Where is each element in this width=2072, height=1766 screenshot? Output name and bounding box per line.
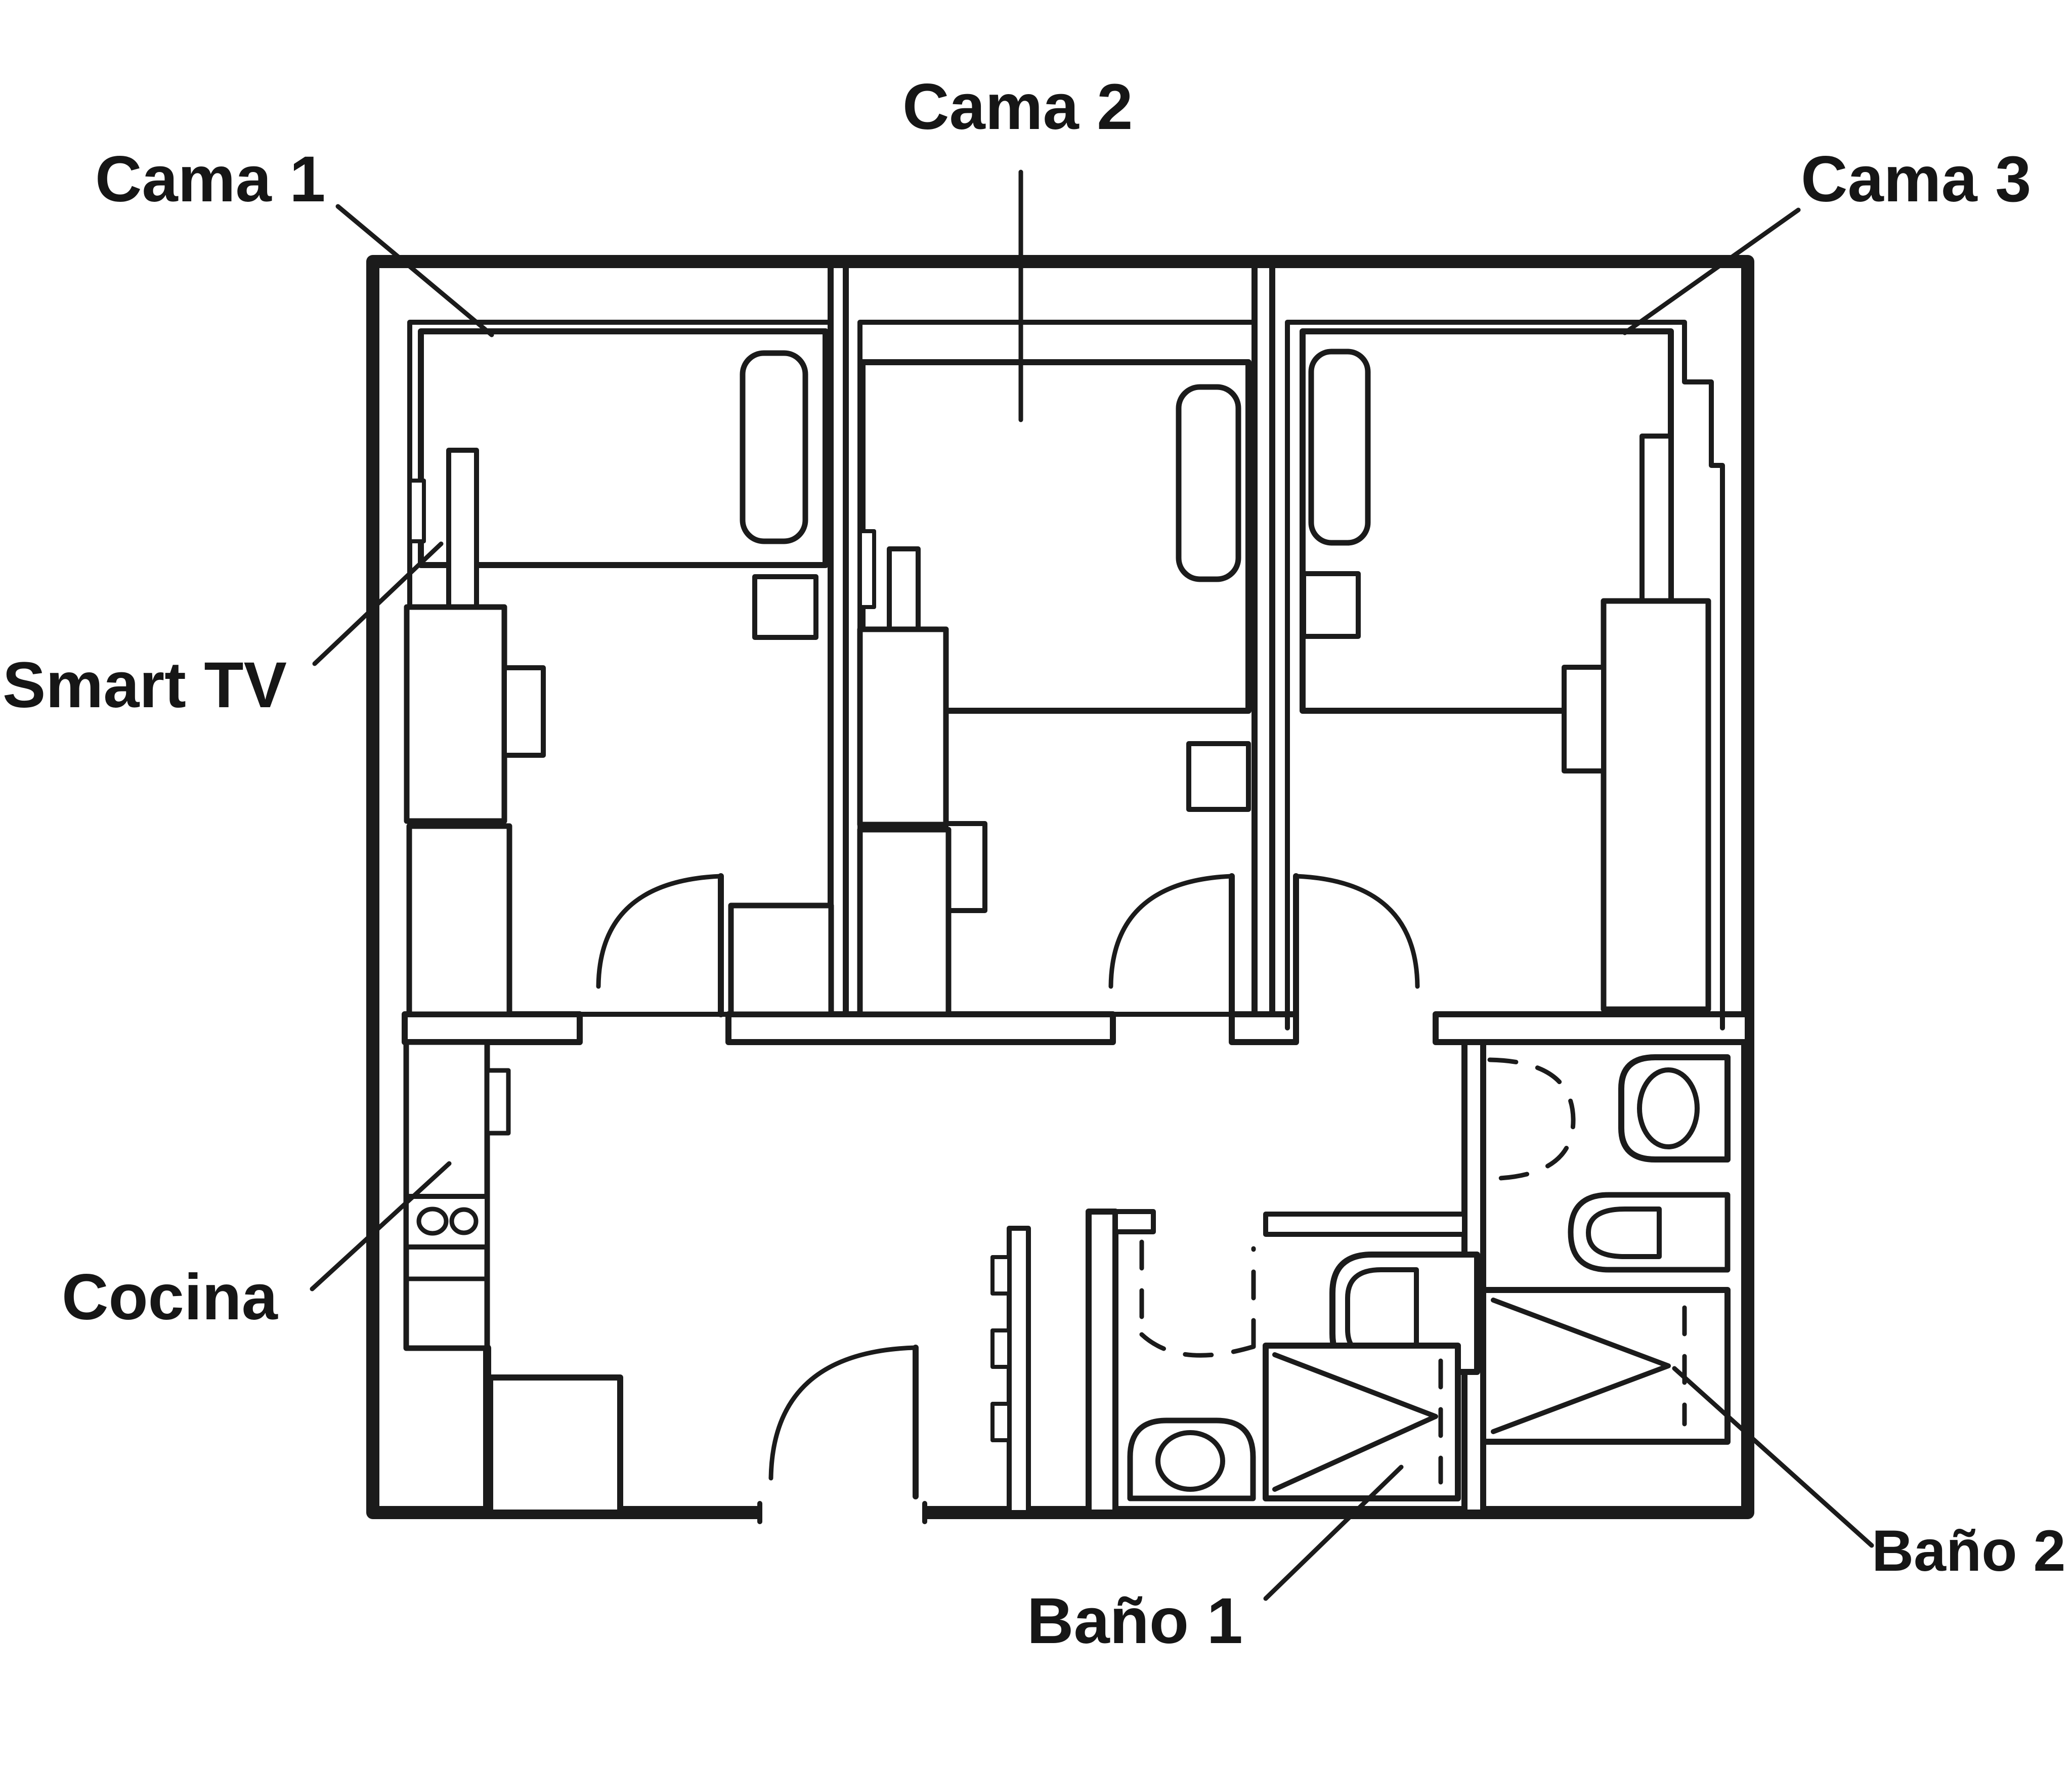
wardrobe-2-side-unit [943,821,987,913]
shelf-knob-1 [990,1255,1011,1296]
outer-walls [366,255,1754,1524]
leader-cama1 [335,204,494,337]
wall-bathroom1-top [1263,1212,1467,1237]
bedroom-2 [857,320,1257,1017]
cabinet-1 [406,823,512,1017]
door-bedroom3-arc [1293,874,1420,989]
kitchen [403,1039,623,1516]
label-cama-3: Cama 3 [1801,143,2031,216]
wardrobe-1 [404,604,507,824]
bedroom-1 [404,320,834,1017]
shelf-strip [1007,1226,1031,1515]
wardrobe-1-side-unit [502,665,546,758]
bed-1-pillow [740,350,808,544]
nightstand-2 [1186,741,1251,812]
label-cama-2: Cama 2 [902,71,1133,143]
hall-shelf-unit [990,1226,1031,1515]
leader-cocina [310,1161,452,1291]
door-bedroom1-arc [596,874,723,989]
sink-1-basin [1155,1430,1225,1492]
shower-1-x-mark [1272,1352,1438,1492]
label-bano-1: Baño 1 [1027,1585,1243,1657]
outer-wall [366,255,1754,1519]
shower-2-x-mark [1491,1298,1671,1434]
toilet-2-bowl [1637,1067,1700,1149]
bathroom-1 [1127,1239,1480,1501]
label-bano-2: Baño 2 [1872,1519,2065,1583]
leader-bano2 [1672,1366,1874,1548]
tv-bedroom3 [1639,434,1673,621]
dresser-1 [728,902,834,1017]
bathroom2-door-dash-arc [1487,1057,1576,1181]
leader-lines [310,169,1874,1601]
stove-burner-left [416,1207,449,1236]
leader-bano1 [1263,1465,1404,1601]
shelf-knob-3 [990,1402,1011,1442]
leader-cama3 [1622,207,1801,335]
bedroom2-wall-notch [858,529,876,609]
entrance-opening [760,1501,925,1524]
kitchen-island [487,1374,623,1516]
text-labels: Cama 1 Cama 2 Cama 3 Smart TV Cocina Bañ… [3,71,2065,1657]
bed-3-pillow [1308,349,1371,546]
kitchen-oven-unit [485,1068,511,1136]
bathroom1-door-dash-arc [1139,1332,1256,1358]
smart-tv-bedroom1 [446,448,479,625]
wall-band-under-bedroom1 [402,1011,583,1045]
wall-bathroom1-left-lip [1113,1209,1156,1234]
bedroom3-room-outline [1285,320,1725,1030]
wall-band-bathroom2-top [1433,1011,1751,1045]
wall-bathroom1-left [1086,1209,1118,1516]
wardrobe-3 [1601,598,1711,1012]
bedroom1-wall-notch [408,479,426,543]
label-cocina: Cocina [62,1261,278,1333]
door-bedroom2-arc [1108,874,1234,989]
wardrobe-3-side-unit [1562,665,1606,773]
entrance-opening-caps [757,1501,927,1524]
bathroom-2 [1480,1054,1731,1445]
nightstand-1 [752,574,818,640]
bed-2-pillow [1176,384,1241,582]
stove-burner-right [449,1207,479,1235]
wall-band-under-bedroom2 [725,1011,1116,1045]
shelf-knob-2 [990,1328,1011,1369]
cabinet-2 [857,827,952,1017]
entrance-door-arc [768,1345,918,1481]
wardrobe-2 [857,626,949,828]
leader-smart-tv [312,541,444,666]
nightstand-3 [1301,571,1361,639]
sink-1 [1127,1417,1256,1501]
sink-2-basin [1586,1207,1662,1259]
interior-walls [402,259,1751,1518]
label-smart-tv: Smart TV [3,649,287,721]
bedroom-3 [1285,320,1725,1030]
entrance [768,1345,919,1499]
wall-bedroom2-bedroom3 [1251,259,1275,1031]
label-cama-1: Cama 1 [95,143,325,216]
